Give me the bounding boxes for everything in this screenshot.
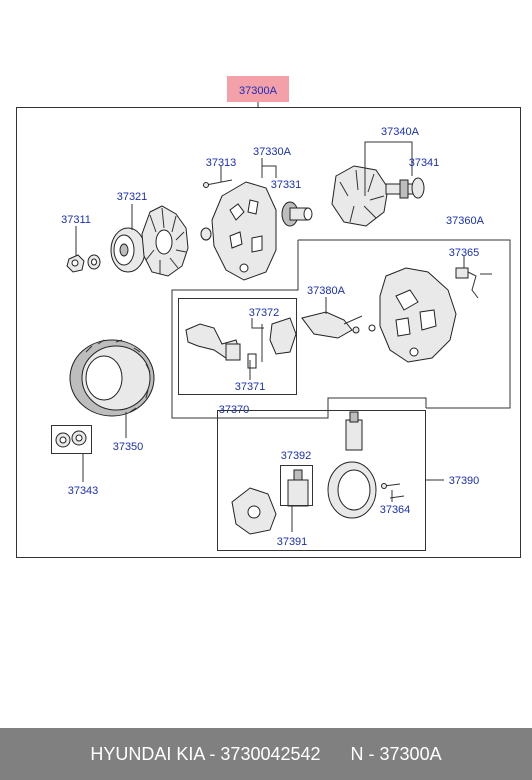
frame-37370 bbox=[178, 298, 297, 395]
label-37350[interactable]: 37350 bbox=[113, 441, 144, 453]
label-37364[interactable]: 37364 bbox=[380, 504, 411, 516]
part-brush-holder[interactable] bbox=[301, 311, 376, 339]
label-37311[interactable]: 37311 bbox=[61, 214, 91, 226]
leader-37340a bbox=[364, 141, 413, 196]
part-regulator[interactable] bbox=[185, 317, 297, 369]
leader-37372 bbox=[251, 318, 264, 329]
frame-37343 bbox=[51, 425, 92, 454]
label-37392[interactable]: 37392 bbox=[281, 450, 312, 462]
part-rear-housing[interactable] bbox=[379, 267, 457, 363]
exploded-parts-diagram: 37300A bbox=[16, 76, 521, 558]
label-37380a[interactable]: 37380A bbox=[307, 285, 346, 297]
label-37370[interactable]: 37370 bbox=[219, 404, 250, 416]
label-37330a[interactable]: 37330A bbox=[253, 146, 292, 158]
frame-37360a bbox=[298, 239, 511, 409]
main-frame bbox=[16, 107, 521, 558]
part-terminal[interactable] bbox=[455, 267, 492, 299]
label-37365[interactable]: 37365 bbox=[449, 247, 480, 259]
label-37313[interactable]: 37313 bbox=[206, 157, 237, 169]
part-rotor[interactable] bbox=[331, 165, 425, 227]
assembly-label-highlight bbox=[227, 76, 289, 102]
part-stator[interactable] bbox=[69, 339, 155, 417]
footer-bar: HYUNDAI KIA - 3730042542 N - 37300A bbox=[0, 728, 532, 780]
part-bearings-pair[interactable] bbox=[55, 430, 87, 448]
label-37360a[interactable]: 37360A bbox=[446, 215, 485, 227]
label-37343[interactable]: 37343 bbox=[68, 485, 99, 497]
part-pump-vanes[interactable] bbox=[287, 469, 309, 507]
label-37331[interactable]: 37331 bbox=[271, 179, 302, 191]
part-nut[interactable] bbox=[66, 254, 85, 273]
label-37321[interactable]: 37321 bbox=[117, 191, 148, 203]
label-37372[interactable]: 37372 bbox=[249, 307, 280, 319]
part-bearing[interactable] bbox=[281, 201, 313, 227]
footer-part-reference: HYUNDAI KIA - 3730042542 N - 37300A bbox=[90, 743, 442, 764]
label-37390[interactable]: 37390 bbox=[449, 475, 480, 487]
frame-37360a-inner bbox=[171, 240, 427, 419]
assembly-label[interactable]: 37300A bbox=[239, 85, 278, 97]
part-washer[interactable] bbox=[87, 254, 101, 270]
part-pulley[interactable] bbox=[110, 227, 146, 273]
part-pump-housing[interactable] bbox=[327, 411, 377, 519]
label-37371[interactable]: 37371 bbox=[235, 381, 266, 393]
label-37391[interactable]: 37391 bbox=[277, 536, 308, 548]
leader-37392-box bbox=[280, 465, 313, 506]
part-front-housing[interactable] bbox=[211, 181, 277, 281]
part-screw[interactable] bbox=[203, 179, 233, 188]
part-pump-bolt[interactable] bbox=[381, 483, 405, 499]
part-fan[interactable] bbox=[141, 205, 189, 277]
part-collar[interactable] bbox=[200, 227, 212, 241]
leader-37330a bbox=[261, 158, 277, 178]
part-pump-rotor[interactable] bbox=[231, 487, 277, 535]
label-37340a[interactable]: 37340A bbox=[381, 126, 420, 138]
label-37341[interactable]: 37341 bbox=[409, 157, 440, 169]
